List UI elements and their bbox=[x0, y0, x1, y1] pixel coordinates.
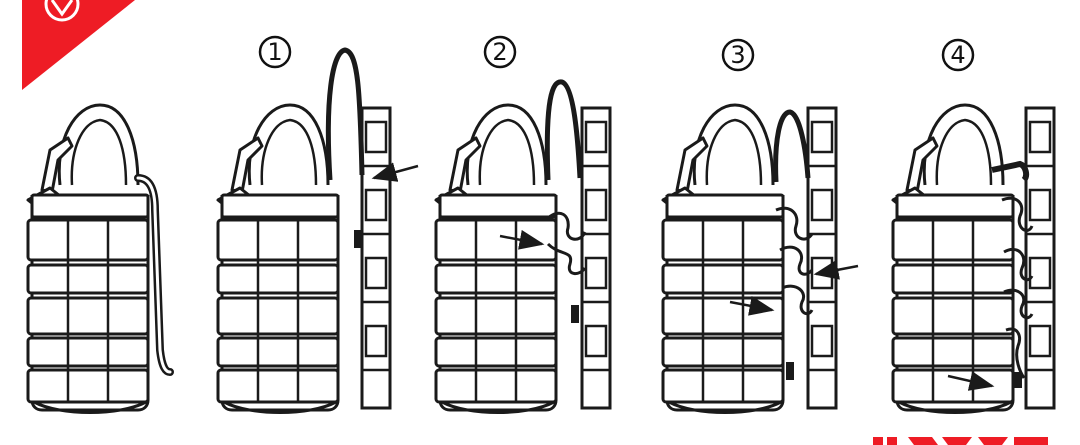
step-3: 3 bbox=[661, 38, 859, 414]
arrow-icon bbox=[813, 259, 859, 280]
arrow-icon bbox=[371, 162, 419, 182]
pouch-initial bbox=[26, 103, 174, 414]
step-number: 4 bbox=[950, 41, 965, 69]
arrow-icon bbox=[729, 295, 775, 316]
arrow-icon bbox=[499, 229, 545, 250]
brand-wordmark-icon bbox=[873, 437, 1048, 445]
step-1: 1 bbox=[216, 35, 419, 414]
step-number: 3 bbox=[730, 41, 745, 69]
step-number: 2 bbox=[492, 38, 507, 66]
step-2: 2 bbox=[434, 35, 612, 414]
step-number-badge bbox=[258, 35, 292, 69]
arrow-icon bbox=[947, 371, 995, 391]
brand-corner-badge-icon bbox=[22, 0, 135, 90]
step-4: 4 bbox=[891, 38, 1056, 414]
step-number: 1 bbox=[267, 38, 282, 66]
